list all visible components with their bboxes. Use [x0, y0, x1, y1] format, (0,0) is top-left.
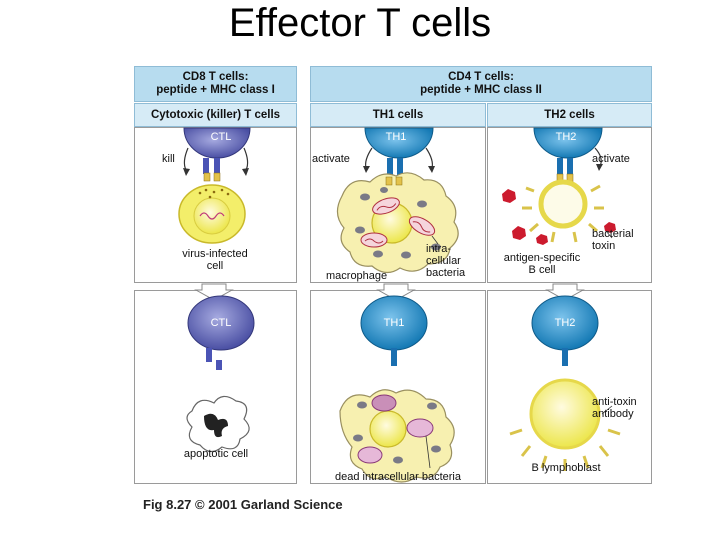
anti-toxin-line2: antibody	[592, 408, 634, 420]
antigen-specific-b-cell	[502, 173, 616, 245]
virus-infected-line2: cell	[206, 260, 224, 272]
macrophage	[336, 172, 459, 274]
th2-cell-label: TH2	[555, 131, 577, 143]
apoptotic-cell	[186, 395, 250, 453]
ctl-cell-top	[183, 127, 251, 174]
ctl-cell-bottom	[187, 295, 255, 370]
activate-label-th1: activate	[312, 153, 350, 165]
ctl-arrows	[183, 147, 249, 176]
antigen-specific-line1: antigen-specific	[503, 252, 581, 264]
apoptotic-cell-label: apoptotic cell	[183, 448, 249, 460]
bacterial-toxin-line1: bacterial	[592, 228, 634, 240]
cd8-header-line2: peptide + MHC class I	[156, 84, 275, 96]
th2-subheader: TH2 cells	[487, 103, 652, 127]
transition-arrows	[194, 283, 585, 301]
th2-cell-top	[533, 127, 603, 174]
intracellular-line2: cellular	[426, 255, 461, 267]
bacterial-toxin-line2: toxin	[592, 240, 616, 252]
anti-toxin-label: anti-toxin antibody	[592, 396, 637, 420]
cd8-header-line1: CD8 T cells:	[182, 71, 249, 83]
th2-cell-bottom	[531, 295, 599, 366]
antigen-specific-line2: B cell	[528, 264, 556, 276]
cd8-header: CD8 T cells: peptide + MHC class I	[134, 66, 297, 102]
intracellular-line1: intra-	[426, 243, 452, 255]
macrophage-label: macrophage	[326, 270, 388, 282]
figure-caption: Fig 8.27 © 2001 Garland Science	[143, 497, 343, 512]
ctl-cell-label-bottom: CTL	[210, 317, 232, 329]
virus-infected-label: virus-infected cell	[162, 248, 268, 272]
cd4-header-line1: CD4 T cells:	[448, 71, 514, 83]
cd4-header-line2: peptide + MHC class II	[420, 84, 542, 96]
dead-bacteria-label: dead intracellular bacteria	[335, 471, 461, 483]
th1-cell-top	[364, 127, 434, 178]
bacterial-toxin-label: bacterial toxin	[592, 228, 634, 252]
virus-infected-line1: virus-infected	[182, 248, 248, 260]
b-lymphoblast	[509, 378, 621, 471]
activated-macrophage	[339, 389, 455, 483]
cd4-header: CD4 T cells: peptide + MHC class II	[310, 66, 652, 102]
th2-cell-label-bottom: TH2	[554, 317, 576, 329]
b-lymphoblast-label: B lymphoblast	[531, 462, 601, 474]
antigen-specific-label: antigen-specific B cell	[490, 252, 594, 276]
activate-label-th2: activate	[592, 153, 630, 165]
diagram-graphics	[178, 127, 621, 483]
th1-cell-label-bottom: TH1	[383, 317, 405, 329]
th1-arrows	[363, 147, 435, 173]
intracellular-label: intra- cellular bacteria	[426, 243, 482, 279]
slide-title: Effector T cells	[228, 1, 492, 45]
anti-toxin-line1: anti-toxin	[592, 396, 637, 408]
intracellular-line3: bacteria	[426, 267, 466, 279]
effector-t-cell-figure: CD8 T cells: peptide + MHC class I CD4 T…	[134, 66, 652, 486]
th1-cell-label: TH1	[385, 131, 407, 143]
ctl-cell-label: CTL	[210, 131, 232, 143]
ctl-subheader: Cytotoxic (killer) T cells	[134, 103, 297, 127]
th2-arrows	[594, 147, 603, 171]
virus-infected-cell	[178, 172, 246, 244]
kill-label: kill	[162, 153, 175, 165]
th1-subheader: TH1 cells	[310, 103, 486, 127]
th1-cell-bottom	[360, 295, 428, 366]
